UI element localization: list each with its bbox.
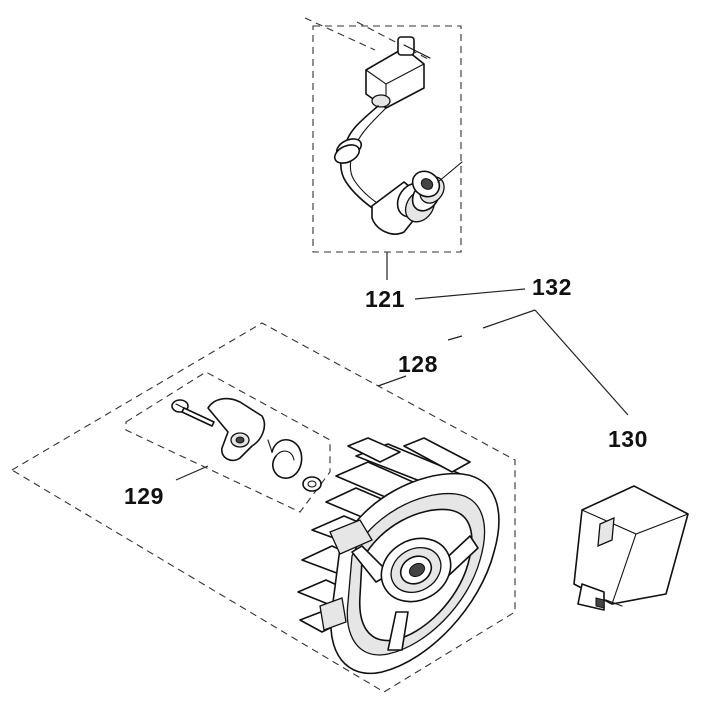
pawl-spring xyxy=(267,439,303,479)
pawl-kit-dashed-box xyxy=(125,371,331,513)
pawl xyxy=(207,397,266,462)
ignition-lead-alignment-line xyxy=(356,21,431,61)
ignition-module-terminal xyxy=(577,583,623,611)
ignition-module xyxy=(573,485,689,611)
callout-129-label: 129 xyxy=(124,483,164,509)
pawl-screw xyxy=(171,399,215,427)
ignition-lead-group xyxy=(304,17,463,280)
ignition-lead-terminal xyxy=(365,36,431,109)
callout-121-label: 121 xyxy=(365,286,405,312)
pawl-kit-group xyxy=(125,371,331,513)
ignition-lead-alignment-line xyxy=(304,17,376,51)
callout-130-label: 130 xyxy=(608,426,648,452)
callout-128-label: 128 xyxy=(398,351,438,377)
pawl-washer xyxy=(302,476,322,492)
flywheel-dashed-box xyxy=(10,322,516,693)
callout-132-label: 132 xyxy=(532,274,572,300)
cable-grommet xyxy=(333,138,363,164)
spark-plug-cap xyxy=(371,161,463,235)
flywheel-body xyxy=(319,472,500,675)
callout-128-leader xyxy=(377,375,407,387)
callout-129-leader xyxy=(175,465,209,481)
callout-132-leaders xyxy=(414,288,629,416)
spark-cap-leader xyxy=(437,161,463,183)
ignition-lead-dashed-box xyxy=(312,25,462,253)
flywheel-group xyxy=(10,322,516,693)
